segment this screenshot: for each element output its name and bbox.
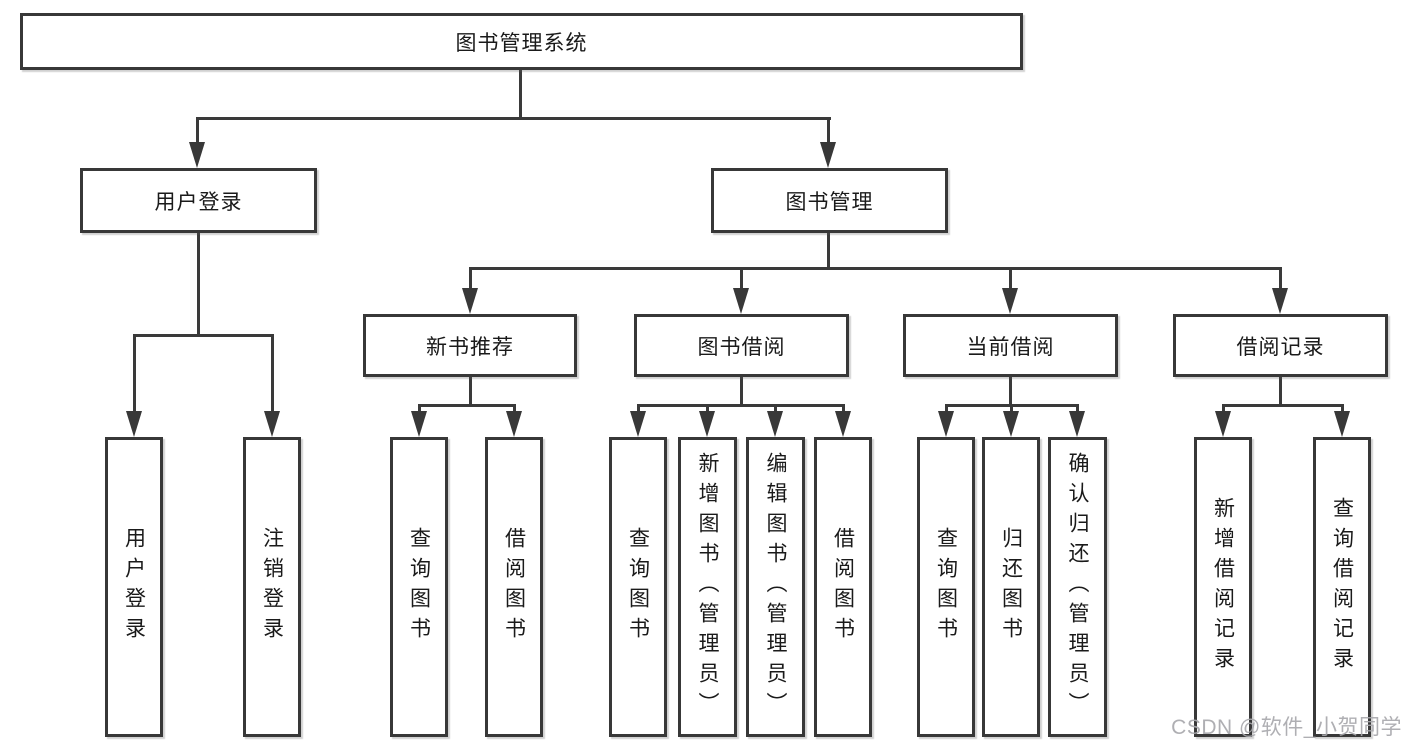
arrow-down-icon <box>1069 411 1085 437</box>
leaf-return-books: 归还图书 <box>982 437 1040 737</box>
arrow-down-icon <box>1002 288 1018 314</box>
leaf-borrow-books-recommend: 借阅图书 <box>485 437 543 737</box>
node-label: 借阅图书 <box>831 527 855 647</box>
connector-line <box>1279 267 1282 291</box>
node-borrowing-records: 借阅记录 <box>1173 314 1388 377</box>
node-label: 用户登录 <box>122 527 146 647</box>
leaf-edit-book-admin: 编辑图书（管理员） <box>746 437 805 737</box>
connector-line <box>469 267 472 291</box>
node-label: 图书借阅 <box>697 335 786 359</box>
node-label: 用户登录 <box>154 190 243 214</box>
connector-line <box>827 117 830 146</box>
connector-line <box>1009 377 1012 406</box>
leaf-query-books-current: 查询图书 <box>917 437 975 737</box>
connector-line <box>469 267 1282 270</box>
arrow-down-icon <box>411 411 427 437</box>
arrow-down-icon <box>1334 411 1350 437</box>
connector-line <box>1279 377 1282 406</box>
node-book-management: 图书管理 <box>711 168 948 233</box>
arrow-down-icon <box>1215 411 1231 437</box>
node-label: 新增图书（管理员） <box>696 452 719 722</box>
connector-line <box>827 233 830 269</box>
node-label: 新书推荐 <box>426 335 514 359</box>
node-label: 图书管理系统 <box>455 31 588 55</box>
connector-line <box>945 404 948 416</box>
connector-line <box>774 404 777 416</box>
connector-line <box>1222 404 1225 416</box>
leaf-add-book-admin: 新增图书（管理员） <box>678 437 737 737</box>
connector-line <box>740 377 743 406</box>
arrow-down-icon <box>938 411 954 437</box>
connector-line <box>706 404 709 416</box>
node-label: 注销登录 <box>260 527 284 647</box>
node-book-borrowing: 图书借阅 <box>634 314 849 377</box>
arrow-down-icon <box>1272 288 1288 314</box>
node-label: 借阅图书 <box>502 527 526 647</box>
connector-line <box>196 117 199 146</box>
connector-line <box>513 404 516 416</box>
connector-line <box>418 404 421 416</box>
leaf-borrow-books-borrowing: 借阅图书 <box>814 437 872 737</box>
node-label: 查询借阅记录 <box>1330 497 1354 677</box>
arrow-down-icon <box>189 142 205 168</box>
connector-line <box>637 404 845 407</box>
node-library-management-system: 图书管理系统 <box>20 13 1023 70</box>
connector-line <box>519 70 522 118</box>
leaf-add-borrow-record: 新增借阅记录 <box>1194 437 1252 737</box>
arrow-down-icon <box>733 288 749 314</box>
arrow-down-icon <box>506 411 522 437</box>
connector-line <box>842 404 845 416</box>
node-label: 确认归还（管理员） <box>1066 452 1089 722</box>
arrow-down-icon <box>264 411 280 437</box>
connector-line <box>637 404 640 416</box>
connector-line <box>133 334 136 414</box>
leaf-query-books-borrowing: 查询图书 <box>609 437 667 737</box>
leaf-query-books-recommend: 查询图书 <box>390 437 448 737</box>
node-label: 新增借阅记录 <box>1211 497 1235 677</box>
connector-line <box>196 117 831 120</box>
connector-line <box>197 233 200 336</box>
connector-line <box>1222 404 1344 407</box>
node-label: 查询图书 <box>626 527 650 647</box>
arrow-down-icon <box>630 411 646 437</box>
leaf-user-login: 用户登录 <box>105 437 163 737</box>
connector-line <box>418 404 516 407</box>
leaf-logout: 注销登录 <box>243 437 301 737</box>
node-label: 查询图书 <box>407 527 431 647</box>
connector-line <box>469 377 472 406</box>
arrow-down-icon <box>767 411 783 437</box>
connector-line <box>133 334 274 337</box>
connector-line <box>1341 404 1344 416</box>
csdn-watermark: CSDN @软件_小贺同学 <box>1171 716 1402 739</box>
arrow-down-icon <box>699 411 715 437</box>
arrow-down-icon <box>462 288 478 314</box>
node-label: 归还图书 <box>999 527 1023 647</box>
node-label: 借阅记录 <box>1236 335 1325 359</box>
connector-line <box>1010 404 1013 416</box>
node-label: 图书管理 <box>785 190 874 214</box>
node-user-login: 用户登录 <box>80 168 317 233</box>
connector-line <box>271 334 274 414</box>
node-label: 编辑图书（管理员） <box>764 452 787 722</box>
arrow-down-icon <box>820 142 836 168</box>
arrow-down-icon <box>835 411 851 437</box>
arrow-down-icon <box>1003 411 1019 437</box>
connector-line <box>1076 404 1079 416</box>
arrow-down-icon <box>126 411 142 437</box>
connector-line <box>740 267 743 291</box>
node-label: 查询图书 <box>934 527 958 647</box>
node-new-book-recommendation: 新书推荐 <box>363 314 577 377</box>
node-label: 当前借阅 <box>966 335 1055 359</box>
connector-line <box>1009 267 1012 291</box>
leaf-query-borrow-record: 查询借阅记录 <box>1313 437 1371 737</box>
node-current-borrowing: 当前借阅 <box>903 314 1118 377</box>
leaf-confirm-return-admin: 确认归还（管理员） <box>1048 437 1107 737</box>
